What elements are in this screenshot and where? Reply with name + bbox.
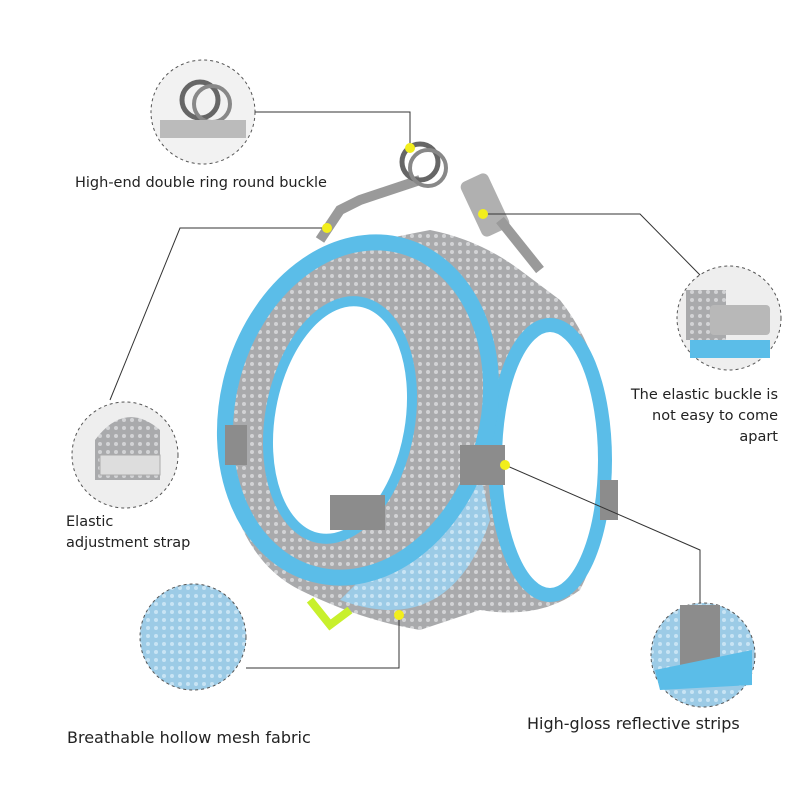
detail-ring-circle [150, 59, 256, 165]
callout-dots [322, 143, 510, 620]
label-line: apart [739, 429, 778, 445]
callout-lines [109, 111, 701, 669]
label-adjustment-strap: Elastic adjustment strap [66, 512, 190, 554]
label-reflective-strips: High-gloss reflective strips [527, 714, 740, 733]
label-line: Elastic [66, 514, 114, 530]
harness [216, 141, 618, 631]
label-ring-buckle: High-end double ring round buckle [75, 175, 327, 191]
label-mesh-fabric: Breathable hollow mesh fabric [67, 728, 311, 747]
detail-mesh-circle [139, 583, 247, 691]
label-line: adjustment strap [66, 535, 191, 551]
detail-buckle-circle [676, 265, 782, 371]
label-elastic-buckle: The elastic buckle is not easy to come a… [631, 385, 778, 448]
detail-reflective-circle [650, 602, 756, 708]
detail-strap-circle [71, 401, 179, 509]
label-line: not easy to come [652, 408, 778, 424]
label-line: The elastic buckle is [630, 387, 778, 403]
